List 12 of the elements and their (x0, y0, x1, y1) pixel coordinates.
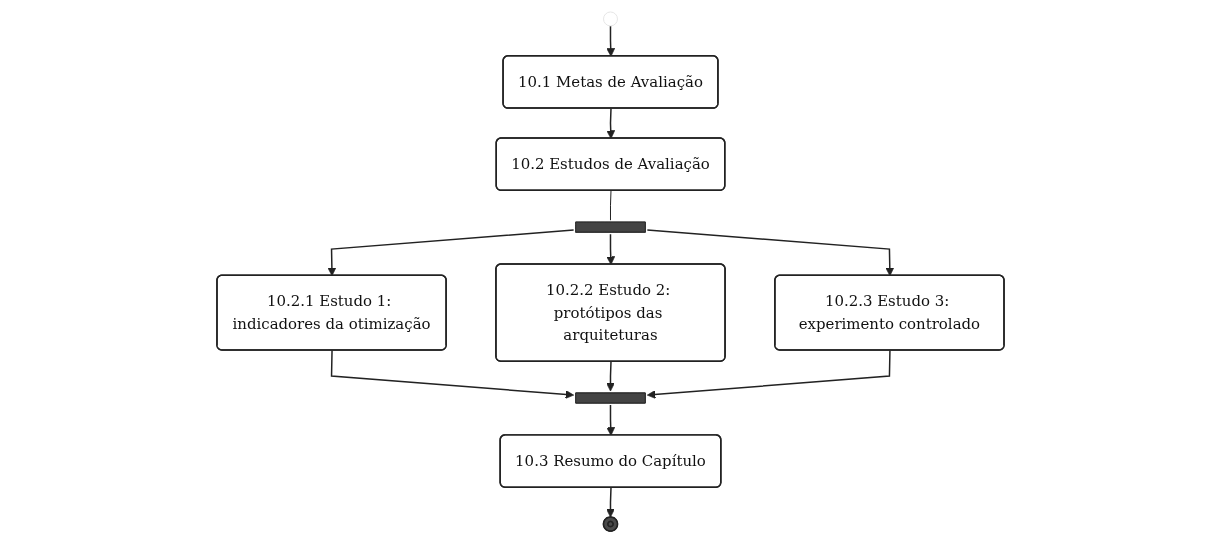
arrow (327, 229, 574, 277)
arrow (330, 349, 574, 399)
arrow (605, 486, 615, 518)
node-circle (602, 11, 618, 27)
arrow (605, 107, 615, 139)
arrow (605, 404, 615, 436)
arrow (605, 360, 615, 392)
arrow (605, 233, 615, 265)
connector (609, 190, 611, 221)
arrow (646, 349, 891, 399)
arrow (605, 25, 615, 57)
arrow (646, 229, 894, 277)
